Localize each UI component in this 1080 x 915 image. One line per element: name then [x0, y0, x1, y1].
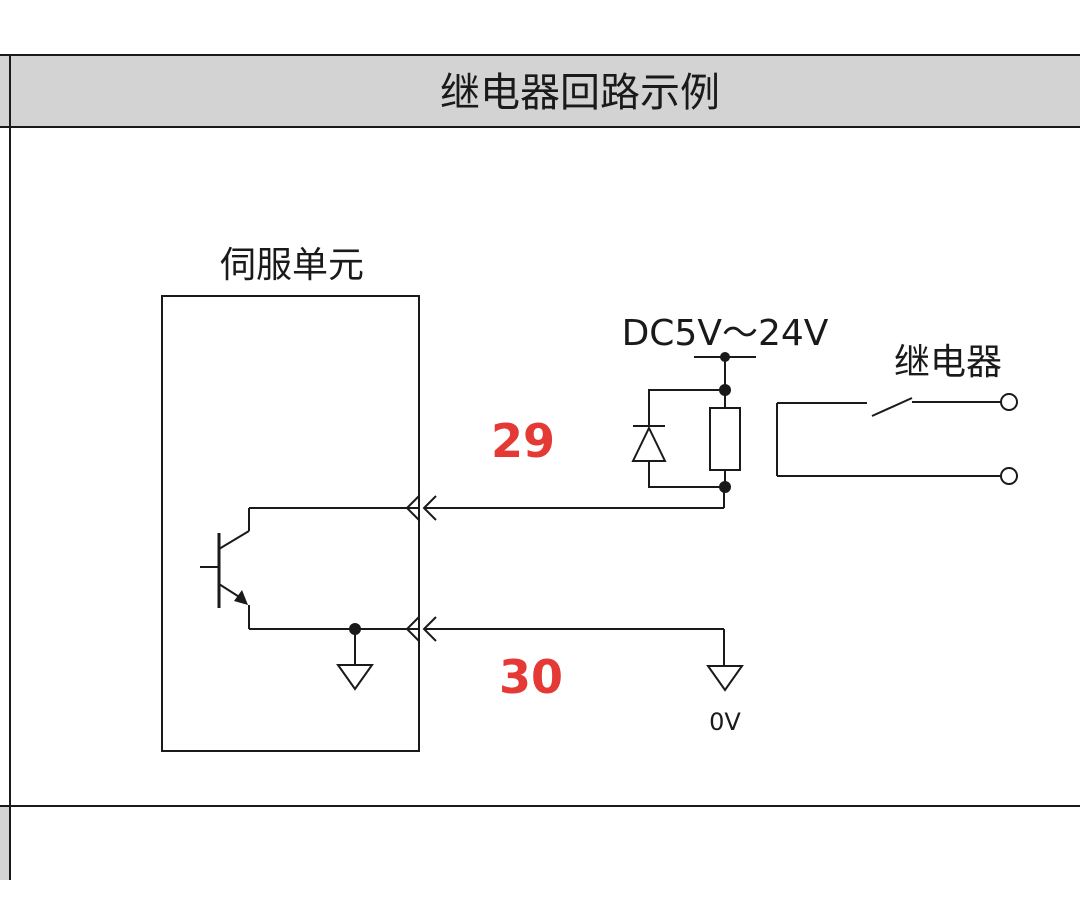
- ground-icon: [336, 664, 374, 691]
- terminal-icon: [1000, 467, 1018, 485]
- header-background: [0, 55, 1080, 127]
- pin-30-label: 30: [499, 650, 563, 704]
- table-frame: [0, 54, 1080, 880]
- page-title: 继电器回路示例: [440, 70, 720, 116]
- npn-transistor-symbol: [200, 508, 250, 629]
- ground-label: 0V: [709, 708, 741, 736]
- pin-29-label: 29: [491, 414, 555, 468]
- terminal-icon: [1000, 393, 1018, 411]
- bottom-left-cell: [0, 807, 9, 880]
- relay-contact-symbol: [776, 397, 1002, 477]
- flyback-diode-symbol: [631, 389, 725, 488]
- ground-icon: [706, 665, 744, 692]
- relay-label: 继电器: [894, 342, 1002, 383]
- supply-voltage-label: DC5V～24V: [622, 313, 829, 354]
- relay-coil-symbol: [709, 407, 741, 471]
- servo-unit-label: 伺服单元: [220, 245, 364, 286]
- servo-unit-box: [161, 295, 420, 752]
